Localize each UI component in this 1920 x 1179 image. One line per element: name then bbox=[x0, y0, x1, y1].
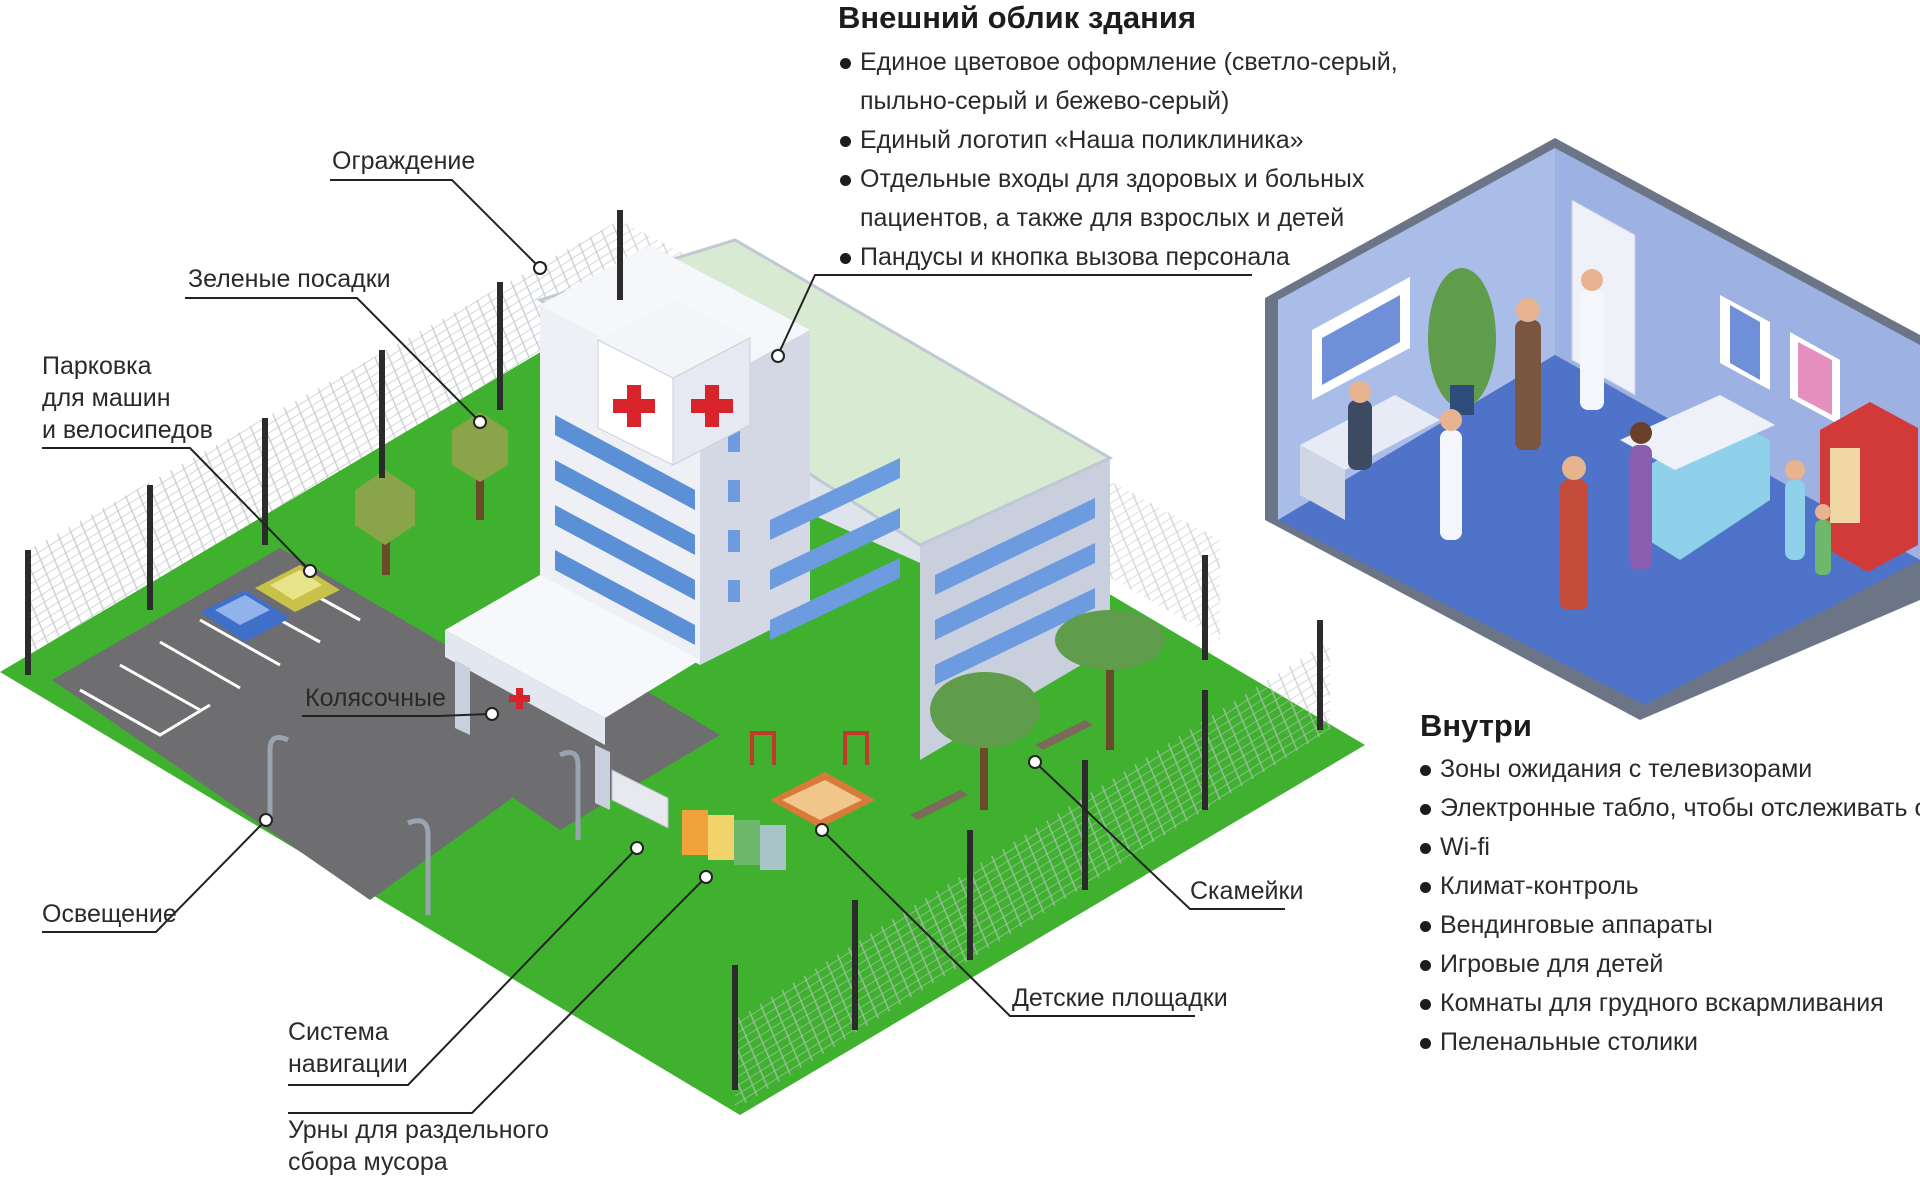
callout-playgrounds: Детские площадки bbox=[1012, 984, 1228, 1012]
inside-item: Электронные табло, чтобы отслеживать оче… bbox=[1418, 789, 1920, 828]
room-floor bbox=[1278, 355, 1920, 705]
fence-posts bbox=[25, 210, 1323, 1090]
callout-bins-line1: Урны для раздельного bbox=[288, 1116, 549, 1144]
trees bbox=[355, 412, 1165, 810]
callout-parking-line3: и велосипедов bbox=[42, 416, 213, 444]
exterior-heading: Внешний облик здания bbox=[838, 0, 1197, 35]
callout-parking-line1: Парковка bbox=[42, 352, 152, 380]
car-blue bbox=[200, 590, 290, 642]
callout-dots bbox=[259, 261, 1042, 884]
hospital-building bbox=[445, 238, 1114, 810]
inside-item: Игровые для детей bbox=[1418, 945, 1920, 984]
exterior-item-line: Единое цветовое оформление (светло-серый… bbox=[860, 48, 1398, 76]
hospital-lot bbox=[0, 210, 1365, 1115]
callout-navigation-line2: навигации bbox=[288, 1050, 408, 1078]
entrance-canopy bbox=[445, 575, 700, 810]
inside-item: Вендинговые аппараты bbox=[1418, 906, 1920, 945]
callout-strollers: Колясочные bbox=[305, 684, 446, 712]
inside-item: Wi-fi bbox=[1418, 828, 1920, 867]
parking-asphalt bbox=[52, 548, 600, 900]
inside-item: Зоны ожидания с телевизорами bbox=[1418, 750, 1920, 789]
swings bbox=[750, 731, 869, 765]
exterior-list: Единое цветовое оформление (светло-серый… bbox=[838, 43, 1398, 277]
inside-item: Пеленальные столики bbox=[1418, 1023, 1920, 1062]
red-cross-icon bbox=[691, 385, 733, 427]
callout-bins-line2: сбора мусора bbox=[288, 1148, 448, 1176]
exterior-item-line: пациентов, а также для взрослых и детей bbox=[860, 204, 1345, 232]
callout-greenery: Зеленые посадки bbox=[188, 265, 391, 293]
exterior-item-line: Единый логотип «Наша поликлиника» bbox=[860, 126, 1304, 154]
callout-navigation-line1: Система bbox=[288, 1018, 389, 1046]
callout-parking-line2: для машин bbox=[42, 384, 171, 412]
red-cross-icon bbox=[613, 385, 655, 427]
benches bbox=[910, 720, 1093, 820]
fence-front-right bbox=[735, 640, 1330, 1110]
sandbox bbox=[770, 772, 875, 828]
exterior-item-line: пыльно-серый и бежево-серый) bbox=[860, 87, 1230, 115]
fence-back-left bbox=[28, 220, 620, 675]
callout-benches: Скамейки bbox=[1190, 877, 1304, 905]
exterior-item: Пандусы и кнопка вызова персонала bbox=[838, 238, 1398, 277]
navigation-sign bbox=[611, 769, 669, 829]
callout-fence: Ограждение bbox=[332, 147, 476, 175]
callout-lines bbox=[42, 179, 1285, 1114]
inside-item: Климат-контроль bbox=[1418, 867, 1920, 906]
cross-sign-cube bbox=[597, 300, 751, 466]
inside-heading: Внутри bbox=[1420, 708, 1532, 743]
exterior-item: Отдельные входы для здоровых и больных па… bbox=[838, 160, 1398, 238]
callout-lighting: Освещение bbox=[42, 900, 177, 928]
waiting-room-illustration bbox=[1265, 138, 1920, 720]
inside-list: Зоны ожидания с телевизорами Электронные… bbox=[1418, 750, 1920, 1062]
exterior-item-line: Пандусы и кнопка вызова персонала bbox=[860, 243, 1290, 271]
street-lamps bbox=[267, 735, 581, 915]
inside-item: Комнаты для грудного вскармливания bbox=[1418, 984, 1920, 1023]
exterior-item: Единое цветовое оформление (светло-серый… bbox=[838, 43, 1398, 121]
waste-bins bbox=[682, 810, 786, 870]
red-cross-icon bbox=[509, 688, 530, 709]
tower-windows bbox=[555, 415, 695, 645]
exterior-item: Единый логотип «Наша поликлиника» bbox=[838, 121, 1398, 160]
exterior-item-line: Отдельные входы для здоровых и больных bbox=[860, 165, 1365, 193]
